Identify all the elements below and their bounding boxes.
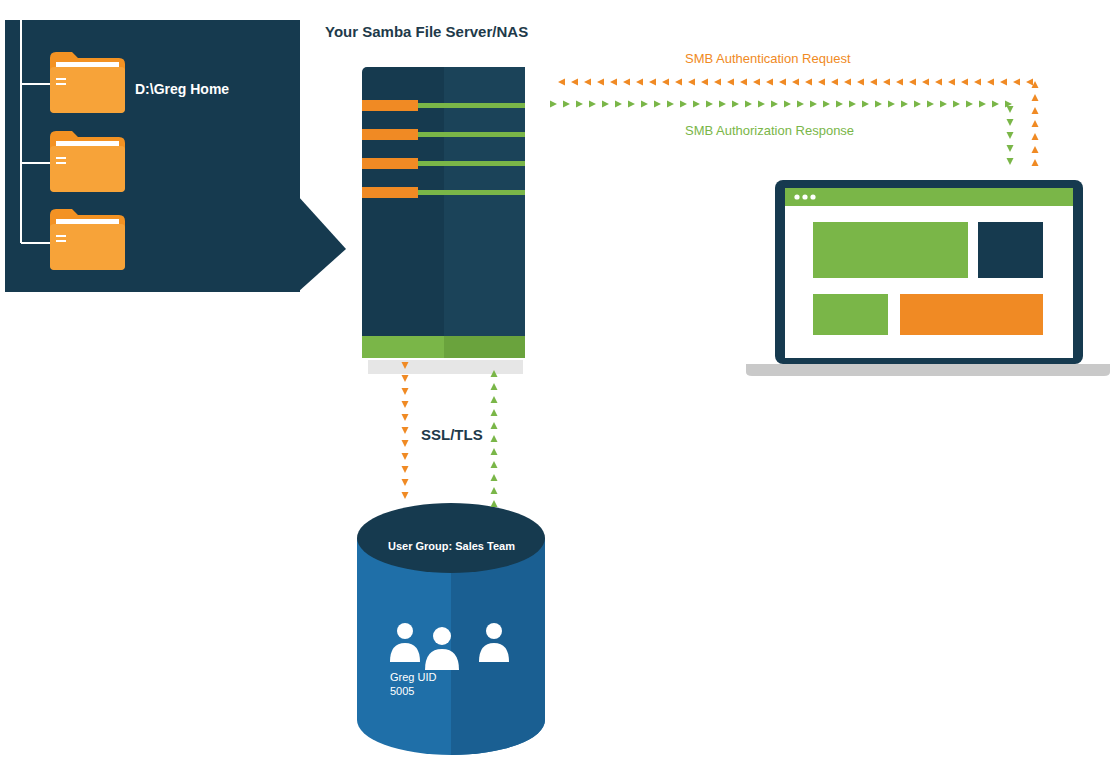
window-pane [900,294,1043,335]
server-shadow [368,360,523,374]
user-icons [390,623,509,670]
window-pane [813,222,968,278]
folder-panel [5,20,300,292]
window-pane [813,294,888,335]
edge-label: SSL/TLS [419,425,485,444]
folder-panel-node: D:\Greg Home [5,20,300,292]
dashed-arrow [402,362,409,499]
server-shade [444,67,525,358]
server-body [362,67,525,358]
folder-name: D:\Greg Home [135,81,229,99]
database-top [357,503,545,573]
server-base [362,336,525,358]
window-pane [978,222,1043,278]
user-id: Greg UID 5005 [390,671,450,699]
laptop-base [746,364,1110,376]
dashed-arrow [491,370,498,507]
server-title: Your Samba File Server/NAS [325,23,528,42]
laptop-screen-frame [775,180,1083,364]
message-label: SMB Authentication Request [685,51,851,66]
folder-tree [21,20,50,243]
callout-pointer [298,196,346,292]
laptop-screen [785,188,1073,358]
message-label: SMB Authorization Response [685,123,854,138]
server-node: Your Samba File Server/NAS [362,67,525,358]
database-node: User Group: Sales TeamGreg UID 5005 [357,503,545,755]
smb-arrows [550,79,1039,167]
group-name: User Group: Sales Team [388,540,515,554]
server-slots [362,100,525,198]
folder-icons [50,52,125,270]
window-bar [785,188,1073,206]
server-base-shade [444,336,525,358]
